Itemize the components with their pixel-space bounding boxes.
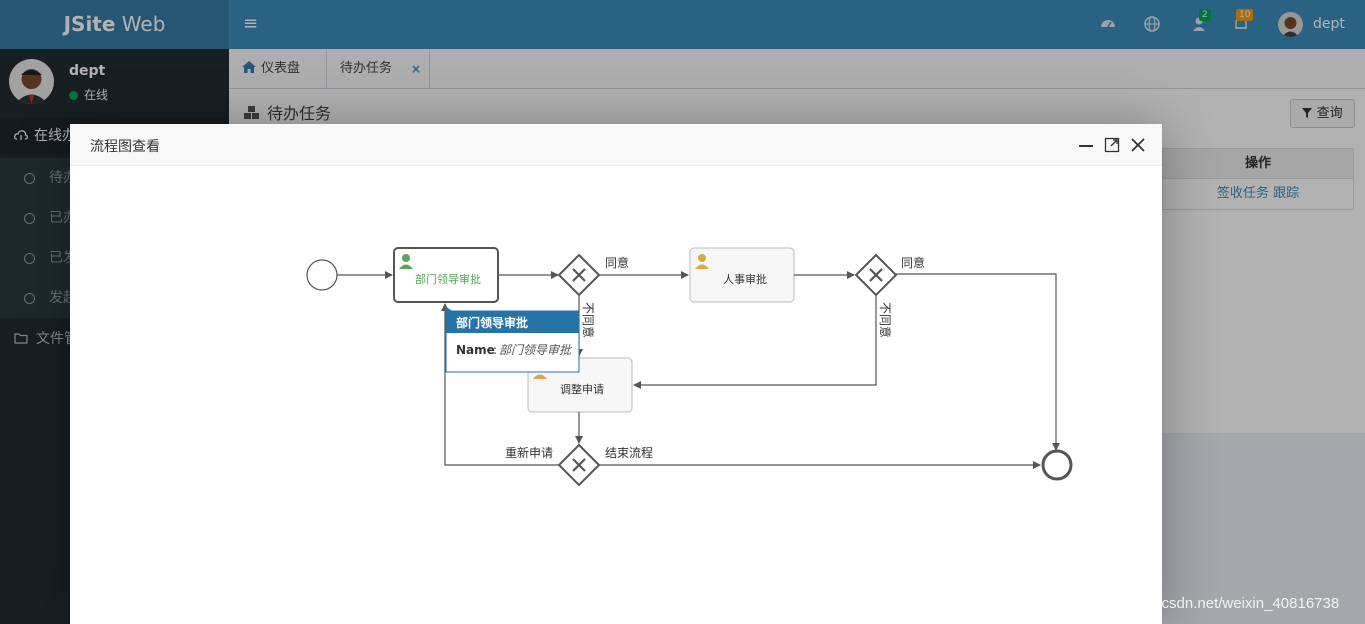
online-dot bbox=[69, 91, 78, 100]
user-panel: dept 在线 bbox=[0, 49, 229, 125]
globe-icon[interactable] bbox=[1143, 15, 1161, 33]
sidebar-user-name: dept bbox=[69, 63, 106, 79]
flow-label-agree-2: 同意 bbox=[901, 255, 925, 270]
dialog-header: 流程图查看 bbox=[70, 124, 1162, 166]
claim-task-link[interactable]: 签收任务 bbox=[1216, 186, 1269, 201]
dashboard-icon[interactable] bbox=[1099, 15, 1117, 33]
folder-icon bbox=[14, 333, 28, 344]
user-avatar bbox=[9, 59, 54, 104]
flow-label-disagree: 不同意 bbox=[581, 302, 596, 338]
cubes-icon bbox=[244, 106, 259, 119]
cloud-upload-icon bbox=[14, 130, 28, 140]
flow-label-disagree-2: 不同意 bbox=[878, 302, 893, 338]
nav-user-name[interactable]: dept bbox=[1313, 16, 1345, 32]
nav-avatar[interactable] bbox=[1278, 12, 1303, 37]
user-notify-badge: 2 bbox=[1199, 9, 1211, 21]
tooltip-name-key: Name bbox=[456, 343, 495, 357]
user-task-icon bbox=[695, 254, 709, 269]
task-hr-approval[interactable]: 人事审批 bbox=[689, 247, 795, 303]
task-dept-approval[interactable]: 部门领导审批 bbox=[393, 247, 499, 303]
dialog-title: 流程图查看 bbox=[90, 139, 160, 155]
tab-todo-tasks[interactable]: 待办任务 × bbox=[327, 49, 430, 89]
flow-diagram-dialog: 流程图查看 部门领导审批 同意 不同意 bbox=[70, 124, 1162, 624]
task-label: 部门领导审批 bbox=[415, 272, 481, 286]
filter-icon bbox=[1302, 108, 1313, 118]
maximize-icon[interactable] bbox=[1104, 137, 1120, 153]
flow-resubmit bbox=[441, 303, 559, 466]
sidebar-item-files[interactable]: 文件管 bbox=[0, 319, 229, 359]
menu-toggle-icon[interactable]: ≡ bbox=[243, 13, 259, 34]
exclusive-gateway-2[interactable] bbox=[854, 253, 898, 297]
user-status: 在线 bbox=[69, 86, 108, 103]
flow-label-agree: 同意 bbox=[605, 255, 629, 270]
top-navbar: ≡ 2 10 dept bbox=[229, 0, 1365, 49]
exclusive-gateway-3[interactable] bbox=[557, 443, 601, 487]
circle-icon bbox=[24, 212, 35, 224]
home-icon bbox=[242, 61, 256, 73]
task-label: 调整申请 bbox=[560, 382, 604, 396]
tooltip-name-colon: : bbox=[493, 343, 497, 357]
bpmn-diagram: 部门领导审批 同意 不同意 人事审批 同意 不同意 bbox=[306, 247, 1073, 487]
alert-badge: 10 bbox=[1236, 9, 1254, 21]
close-icon[interactable] bbox=[1130, 137, 1146, 153]
watermark: https://blog.csdn.net/weixin_40816738 bbox=[1084, 595, 1340, 612]
tooltip-name-value: 部门领导审批 bbox=[499, 343, 572, 357]
tabs-bar: 仪表盘 待办任务 × bbox=[229, 49, 1365, 89]
flow-label-end: 结束流程 bbox=[605, 445, 653, 460]
flow-gw2-disagree bbox=[633, 295, 877, 389]
circle-icon bbox=[24, 172, 35, 184]
table-header-actions: 操作 bbox=[1162, 148, 1354, 179]
task-tooltip: 部门领导审批 Name : 部门领导审批 bbox=[445, 306, 580, 373]
table-row: 签收任务 跟踪 bbox=[1162, 179, 1354, 210]
flow-label-resubmit: 重新申请 bbox=[505, 445, 553, 460]
circle-icon bbox=[24, 292, 35, 304]
tooltip-title: 部门领导审批 bbox=[456, 315, 528, 330]
exclusive-gateway-1[interactable] bbox=[557, 253, 601, 297]
trace-link[interactable]: 跟踪 bbox=[1273, 186, 1300, 201]
tab-close-icon[interactable]: × bbox=[410, 62, 421, 76]
start-event[interactable] bbox=[306, 259, 338, 291]
tab-dashboard[interactable]: 仪表盘 bbox=[229, 49, 327, 89]
end-event[interactable] bbox=[1041, 449, 1073, 481]
flow-gw2-agree bbox=[896, 273, 1060, 451]
query-button[interactable]: 查询 bbox=[1290, 99, 1355, 128]
minimize-icon[interactable] bbox=[1078, 137, 1094, 153]
task-label: 人事审批 bbox=[723, 272, 767, 286]
user-task-icon bbox=[399, 254, 413, 269]
circle-icon bbox=[24, 252, 35, 264]
app-logo[interactable]: JSite Web bbox=[0, 0, 229, 49]
page-title: 待办任务 bbox=[243, 100, 331, 124]
